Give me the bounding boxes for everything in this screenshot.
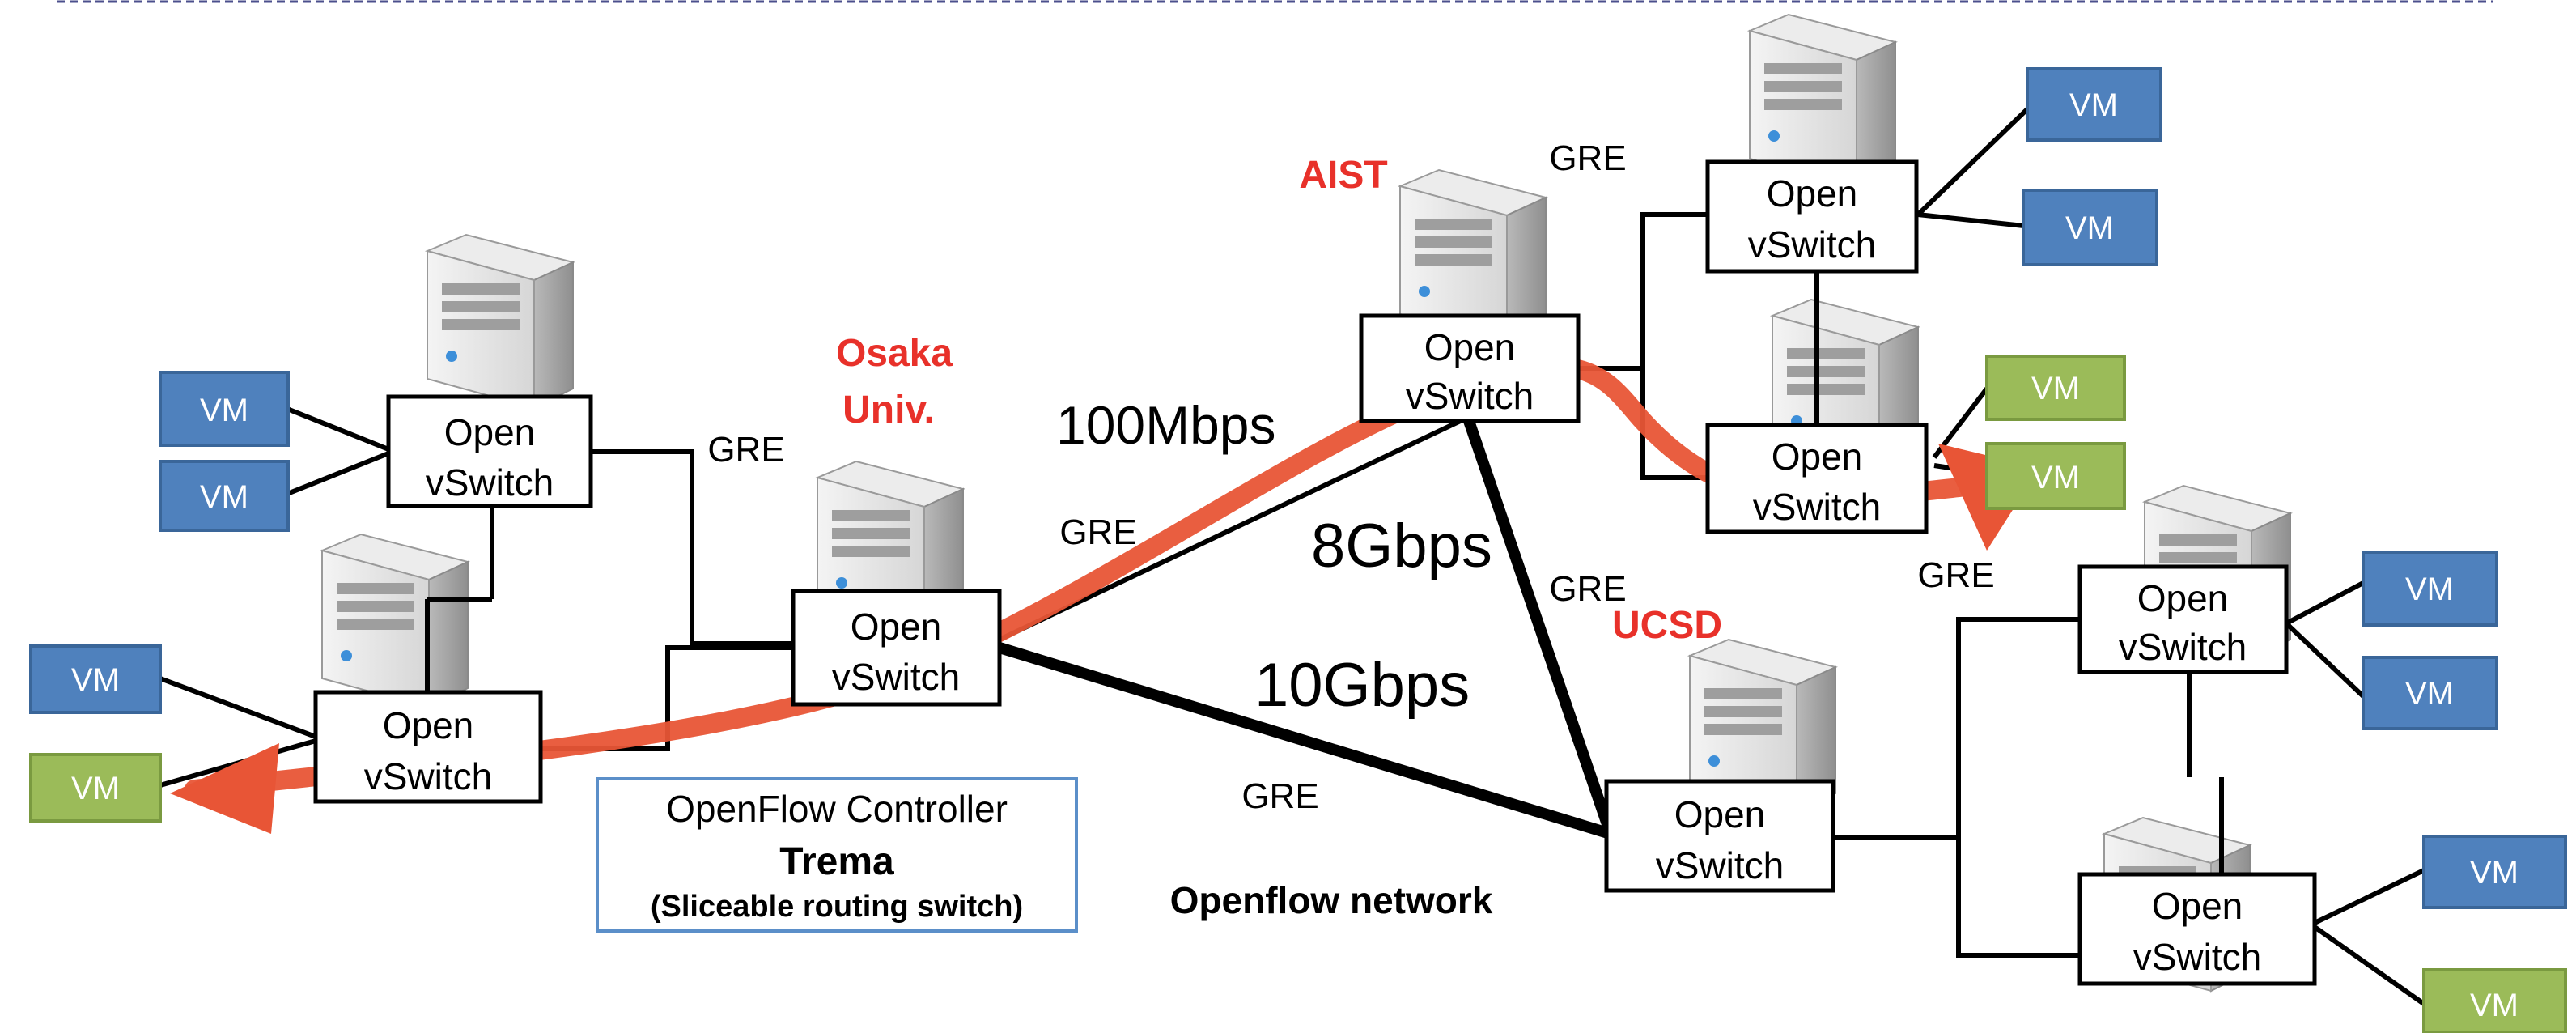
gre-link [1956, 838, 2080, 958]
site-label-osaka: Osaka [836, 332, 953, 375]
switch-label-line1: Open [851, 606, 942, 648]
vm-link [1917, 212, 2032, 229]
vm-label: VM [2405, 572, 2454, 607]
switch-label-line2: vSwitch [1753, 486, 1881, 528]
bandwidth-label: 8Gbps [1311, 512, 1492, 580]
openvswitch-node[interactable]: Open vSwitch [386, 394, 593, 508]
openvswitch-node[interactable]: Open vSwitch [313, 690, 543, 804]
switch-label-line2: vSwitch [1406, 375, 1534, 417]
vm-label: VM [2031, 371, 2080, 406]
openvswitch-node[interactable]: Open vSwitch [2077, 564, 2289, 674]
gre-link [1833, 617, 2080, 840]
switch-label-line1: Open [2152, 885, 2243, 927]
openflow-controller-box[interactable]: OpenFlow Controller Trema (Sliceable rou… [596, 777, 1078, 933]
server-tower-icon [427, 234, 574, 409]
vm-node-blue[interactable]: VM [2362, 551, 2498, 627]
vm-label: VM [200, 393, 248, 428]
vm-label: VM [2470, 855, 2519, 891]
links [159, 103, 2425, 1006]
link-100mbps [998, 414, 1470, 642]
switch-label-line2: vSwitch [1748, 223, 1876, 266]
switch-label-line2: vSwitch [2133, 936, 2261, 978]
vm-label: VM [2031, 460, 2080, 495]
openvswitch-node[interactable]: Open vSwitch [2077, 872, 2317, 986]
vm-link [286, 406, 390, 452]
switch-label-line1: Open [2137, 577, 2229, 619]
switch-label-line1: Open [1767, 172, 1858, 215]
vm-link [286, 451, 390, 496]
vm-node-blue[interactable]: VM [29, 644, 162, 714]
switch-label-line1: Open [1424, 326, 1516, 368]
vm-node-green[interactable]: VM [2422, 968, 2567, 1033]
openvswitch-node[interactable]: Open vSwitch [791, 589, 1002, 707]
server-tower-icon [321, 534, 469, 708]
switch-label-line2: vSwitch [1656, 844, 1784, 886]
vm-node-green[interactable]: VM [1985, 442, 2126, 510]
vm-label: VM [71, 771, 120, 806]
bandwidth-label: 100Mbps [1056, 395, 1276, 455]
link-8gbps [1463, 419, 1616, 836]
openvswitch-node[interactable]: Open vSwitch [1705, 423, 1929, 534]
gre-link [589, 449, 793, 646]
gre-link [1640, 368, 1708, 480]
vm-link [2285, 580, 2365, 626]
vm-label: VM [2065, 210, 2114, 246]
vm-link [1916, 103, 2034, 217]
openvswitch-node[interactable]: Open vSwitch [1705, 159, 1919, 274]
switch-label-line2: vSwitch [364, 755, 492, 797]
gre-label: GRE [1549, 569, 1626, 609]
switch-label-line2: vSwitch [426, 461, 554, 504]
vm-node-blue[interactable]: VM [159, 371, 290, 447]
gre-label: GRE [1059, 512, 1136, 552]
vm-label: VM [2069, 87, 2118, 123]
openvswitch-node[interactable]: Open vSwitch [1359, 313, 1581, 423]
site-label-aist: AIST [1299, 154, 1387, 197]
vm-node-blue[interactable]: VM [2026, 67, 2162, 142]
vm-node-blue[interactable]: VM [2422, 835, 2567, 909]
network-label: Openflow network [1170, 879, 1493, 921]
vm-link [2313, 868, 2425, 925]
gre-label: GRE [707, 430, 784, 470]
controller-name: Trema [779, 840, 894, 883]
controller-subtitle: (Sliceable routing switch) [651, 890, 1023, 924]
vm-node-blue[interactable]: VM [159, 460, 290, 532]
vm-label: VM [71, 662, 120, 698]
vm-link [2284, 621, 2366, 699]
gre-label: GRE [1917, 555, 1994, 595]
switch-label-line1: Open [1674, 793, 1766, 835]
vm-node-blue[interactable]: VM [2022, 189, 2158, 266]
bandwidth-label: 10Gbps [1254, 651, 1470, 720]
vm-node-green[interactable]: VM [29, 753, 162, 823]
gre-label: GRE [1549, 138, 1626, 178]
gre-label: GRE [1241, 776, 1318, 816]
vm-link [159, 676, 317, 739]
controller-title: OpenFlow Controller [666, 788, 1008, 830]
vm-node-blue[interactable]: VM [2362, 656, 2498, 730]
vm-label: VM [2470, 988, 2519, 1023]
switch-label-line1: Open [1772, 436, 1863, 478]
openvswitch-node[interactable]: Open vSwitch [1604, 779, 1835, 893]
site-label-osaka: Univ. [842, 389, 935, 431]
gre-link [1578, 212, 1708, 371]
switch-label-line1: Open [444, 411, 536, 453]
vm-label: VM [200, 479, 248, 515]
link-10gbps [997, 642, 1613, 840]
switch-label-line2: vSwitch [2119, 626, 2247, 668]
vm-node-green[interactable]: VM [1985, 355, 2126, 421]
vm-label: VM [2405, 676, 2454, 712]
site-label-ucsd: UCSD [1612, 604, 1722, 647]
switch-label-line2: vSwitch [832, 656, 960, 698]
switch-label-line1: Open [383, 704, 474, 746]
vm-link [2313, 925, 2425, 1006]
